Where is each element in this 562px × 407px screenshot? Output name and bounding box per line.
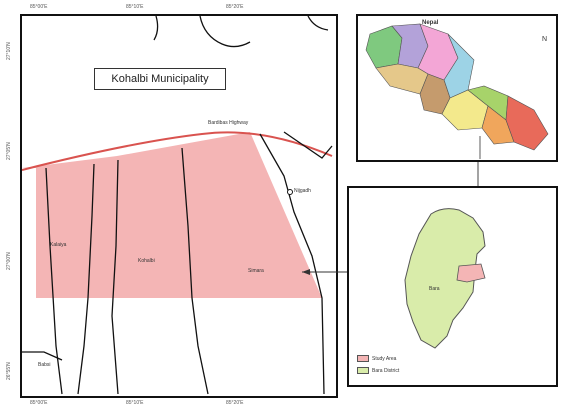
coord-bottom: 85°20'E	[226, 400, 244, 406]
road-label: Bardibas Highway	[208, 120, 249, 126]
place-label: Babsi	[38, 362, 51, 368]
place-label: Kohalbi	[138, 258, 155, 264]
place-label: Nijgadh	[294, 188, 311, 194]
river-line	[153, 16, 159, 41]
coord-top: 85°10'E	[126, 4, 144, 10]
river-line	[307, 16, 329, 31]
study-area-inset	[456, 263, 486, 283]
coord-left: 27°05'N	[6, 142, 12, 160]
region-10	[505, 95, 549, 151]
boundary-line	[45, 167, 63, 395]
bara-map-canvas	[404, 208, 486, 349]
boundary-line	[259, 133, 325, 395]
main-map-panel: Kohalbi Municipality Bardibas Highway Ka…	[20, 14, 338, 398]
coord-left: 27°00'N	[6, 252, 12, 270]
highway-road	[22, 131, 333, 171]
study-area-polygon	[22, 132, 322, 298]
legend-item: Bara District	[357, 367, 399, 374]
main-map-canvas	[22, 16, 333, 395]
coord-bottom: 85°00'E	[30, 400, 48, 406]
boundary-line	[283, 131, 333, 159]
legend-label: Study Area	[372, 355, 397, 362]
boundary-line	[181, 147, 209, 395]
north-arrow: N	[542, 36, 548, 43]
legend-swatch	[357, 355, 369, 362]
bara-district-polygon	[404, 208, 486, 349]
nepal-map-canvas	[365, 23, 549, 159]
boundary-line	[77, 163, 95, 395]
boundary-line	[22, 351, 63, 361]
nepal-title: Nepal	[422, 20, 439, 26]
legend-swatch	[357, 367, 369, 374]
coord-bottom: 85°10'E	[126, 400, 144, 406]
legend-label: Bara District	[372, 367, 400, 374]
place-label: Simara	[248, 268, 264, 274]
river-line	[199, 16, 251, 48]
place-label: Kalaiya	[50, 242, 67, 248]
town-marker	[287, 189, 293, 195]
legend-item: Study Area	[357, 355, 396, 362]
coord-left: 26°55'N	[6, 362, 12, 380]
bara-district-map: Bara Study Area Bara District	[347, 186, 558, 387]
nepal-inset-map: Nepal N	[356, 14, 558, 162]
coord-left: 27°10'N	[6, 42, 12, 60]
bara-label: Bara	[429, 286, 440, 292]
boundary-line	[111, 159, 119, 395]
coord-top: 85°20'E	[226, 4, 244, 10]
map-title: Kohalbi Municipality	[94, 68, 226, 90]
region-1	[365, 25, 403, 69]
coord-top: 85°00'E	[30, 4, 48, 10]
